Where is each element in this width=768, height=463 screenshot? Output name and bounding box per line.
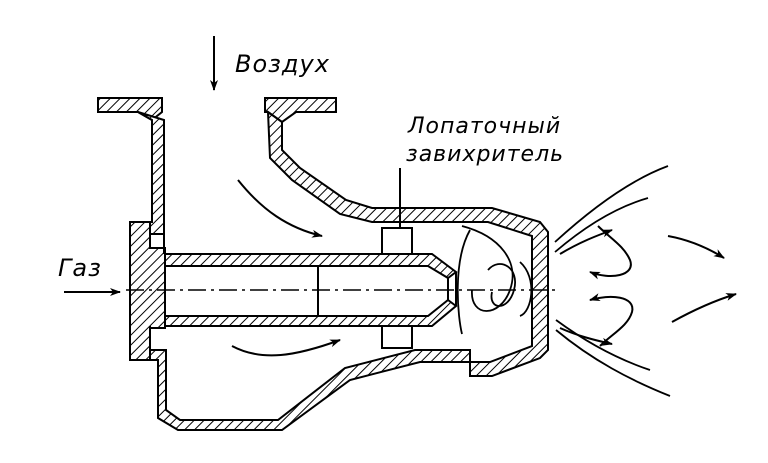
top-flange <box>97 97 337 124</box>
gas-inlet-flange <box>129 221 166 361</box>
gas-pipe <box>164 253 458 327</box>
swirler-label-line2: завихритель <box>406 142 565 167</box>
recirculation-arrows <box>559 225 737 347</box>
housing-wall-right <box>266 109 549 377</box>
flame-streamlines <box>554 165 671 397</box>
swirl-spirals <box>456 225 533 335</box>
inner-wall <box>149 234 165 350</box>
air-label: Воздух <box>235 50 330 78</box>
gas-label: Газ <box>58 254 102 282</box>
air-flow-arrows <box>231 179 341 357</box>
swirler-label-line1: Лопаточный <box>408 114 562 139</box>
swirler-vanes <box>381 227 413 349</box>
